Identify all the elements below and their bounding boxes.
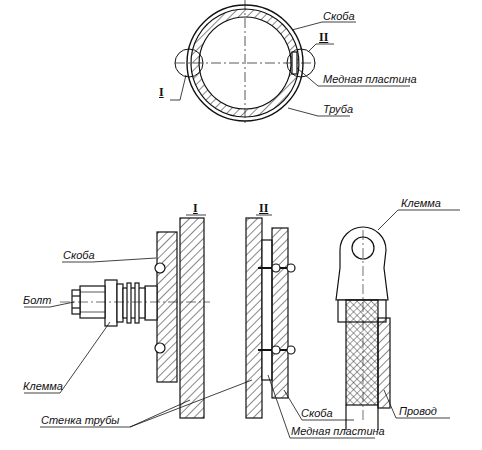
leader-lines [24,210,460,438]
leader-lines [170,22,410,116]
detail-mark: II [318,31,329,44]
part-label: Болт [22,294,52,306]
part-label: Клемма [400,197,442,209]
part-label: Труба [322,103,354,115]
part-label: Скоба [300,407,334,419]
part-label: Клемма [22,380,64,392]
detail-mark: II [258,202,269,215]
cable-lug [336,227,390,430]
pipe-section [175,0,315,126]
detail-mark: I [192,202,199,215]
detail-mark: I [158,86,165,99]
part-label: Скоба [322,10,356,22]
detail-two [246,218,295,418]
part-label: Медная пластина [322,73,418,85]
part-label: Провод [398,405,438,417]
part-label: Скоба [62,249,96,261]
detail-one [60,218,210,418]
part-label: Стенка трубы [40,414,120,426]
part-label: Медная пластина [290,425,386,437]
